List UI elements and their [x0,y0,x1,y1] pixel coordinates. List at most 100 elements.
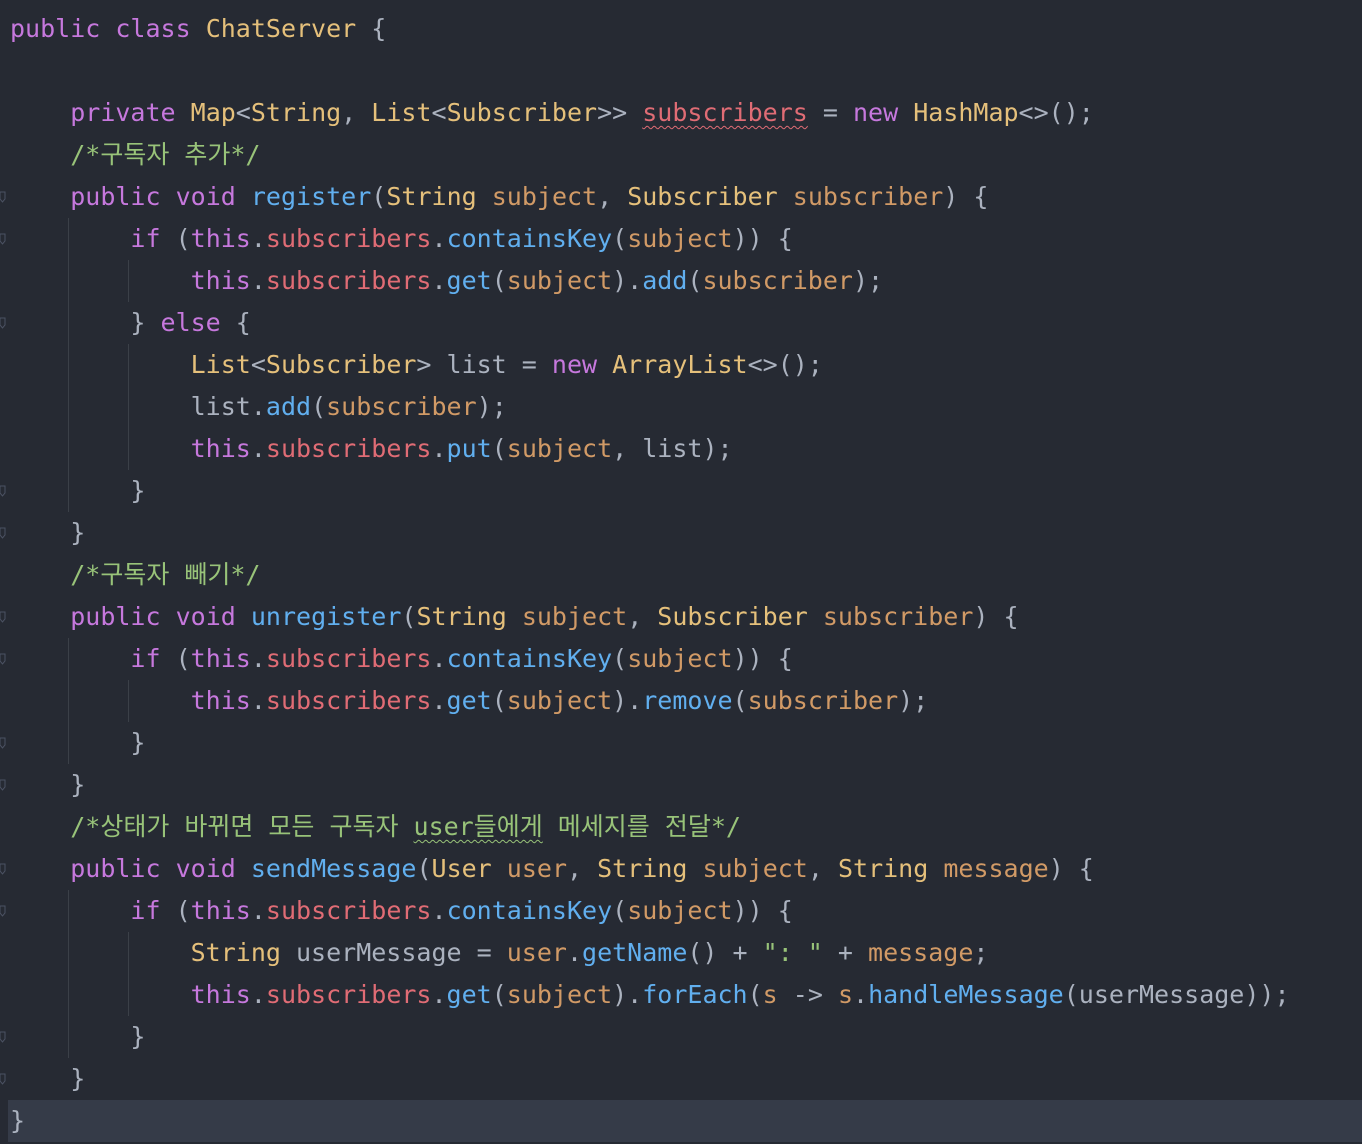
code-token: if [130,224,161,253]
code-token [161,182,176,211]
code-line[interactable]: public void sendMessage(User user, Strin… [10,848,1362,890]
code-token: } [10,308,161,337]
code-token: subject [506,266,613,295]
code-token [191,14,206,43]
fold-marker-icon[interactable] [0,317,6,329]
code-token: ( [160,896,191,925]
code-token: String [250,98,342,127]
fold-marker-icon[interactable] [0,905,6,917]
code-line[interactable]: list.add(subscriber); [10,386,1362,428]
code-token: String [190,938,281,967]
code-line[interactable]: this.subscribers.put(subject, list); [10,428,1362,470]
code-line[interactable]: this.subscribers.get(subject).remove(sub… [10,680,1362,722]
fold-marker-icon[interactable] [0,233,6,245]
code-token [597,350,612,379]
code-token: ( [747,980,763,1009]
code-line[interactable]: } [10,722,1362,764]
fold-marker-icon[interactable] [0,737,6,749]
code-line[interactable]: /*구독자 빼기*/ [10,554,1362,596]
code-line[interactable] [10,50,1362,92]
fold-marker-icon[interactable] [0,653,6,665]
code-token: . [250,644,266,673]
code-line[interactable]: } [10,1016,1362,1058]
code-line[interactable]: if (this.subscribers.containsKey(subject… [10,890,1362,932]
fold-marker-icon[interactable] [0,779,6,791]
code-token: subscribers [265,980,432,1009]
code-token: this [190,896,251,925]
code-line[interactable]: if (this.subscribers.containsKey(subject… [10,638,1362,680]
code-line[interactable]: } [10,512,1362,554]
fold-marker-icon[interactable] [0,527,6,539]
code-token: . [250,266,266,295]
code-token: . [250,686,266,715]
code-token: -> [777,980,838,1009]
code-line[interactable]: List<Subscriber> list = new ArrayList<>(… [10,344,1362,386]
fold-marker-icon[interactable] [0,1031,6,1043]
code-token [281,938,296,967]
code-token: forEach [642,980,748,1009]
code-token: } [10,770,86,799]
code-line[interactable]: } [10,470,1362,512]
code-line[interactable]: this.subscribers.get(subject).forEach(s … [10,974,1362,1016]
code-token: . [431,896,447,925]
code-token: . [431,224,447,253]
code-token [10,140,70,169]
code-token: ": " [762,938,823,967]
code-token [10,224,130,253]
fold-marker-icon[interactable] [0,611,6,623]
code-token [10,350,191,379]
code-token: . [250,896,266,925]
code-line[interactable]: /*상태가 바뀌면 모든 구독자 user들에게 메세지를 전달*/ [10,806,1362,848]
code-line[interactable]: String userMessage = user.getName() + ":… [10,932,1362,974]
code-token: list [190,392,251,421]
fold-marker-icon[interactable] [0,863,6,875]
code-token: if [130,644,161,673]
code-token [10,812,70,841]
code-line[interactable]: public void unregister(String subject, S… [10,596,1362,638]
code-token: this [190,224,251,253]
code-token: user [506,854,568,883]
code-token: ) { [943,182,989,211]
code-token: message [943,854,1049,883]
code-token: subscribers [642,98,808,127]
code-token: List [371,98,432,127]
code-line[interactable]: public void register(String subject, Sub… [10,176,1362,218]
code-token: containsKey [446,644,613,673]
code-token: . [566,938,583,967]
code-token: } [10,1064,86,1093]
code-token: } [10,1022,146,1051]
code-token: if [130,896,161,925]
code-token: Subscriber [265,350,417,379]
code-token [687,854,702,883]
code-token: String [837,854,929,883]
code-token: this [190,266,251,295]
code-line[interactable]: } else { [10,302,1362,344]
code-token: , [807,854,838,883]
code-token: ( [160,224,191,253]
indent-guide [128,680,130,722]
code-token: . [431,686,447,715]
code-token: add [265,392,312,421]
code-line[interactable]: if (this.subscribers.containsKey(subject… [10,218,1362,260]
code-line[interactable]: } [10,1058,1362,1100]
fold-marker-icon[interactable] [0,485,6,497]
fold-marker-icon[interactable] [0,191,6,203]
code-line[interactable]: this.subscribers.get(subject).add(subscr… [10,260,1362,302]
code-line[interactable]: public class ChatServer { [10,8,1362,50]
code-token: subject [627,896,733,925]
code-line[interactable]: } [10,764,1362,806]
code-area[interactable]: public class ChatServer { private Map<St… [8,8,1362,1142]
code-token: ; [973,938,989,967]
indent-guide [128,260,130,302]
code-token: this [190,686,251,715]
fold-marker-icon[interactable] [0,1073,6,1085]
code-line[interactable]: } [8,1100,1362,1142]
code-line[interactable]: private Map<String, List<Subscriber>> su… [10,92,1362,134]
code-token: subscribers [265,434,432,463]
code-token: } [10,518,86,547]
code-token [236,854,251,883]
code-token: User [431,854,492,883]
code-token: List [190,350,251,379]
code-line[interactable]: /*구독자 추가*/ [10,134,1362,176]
